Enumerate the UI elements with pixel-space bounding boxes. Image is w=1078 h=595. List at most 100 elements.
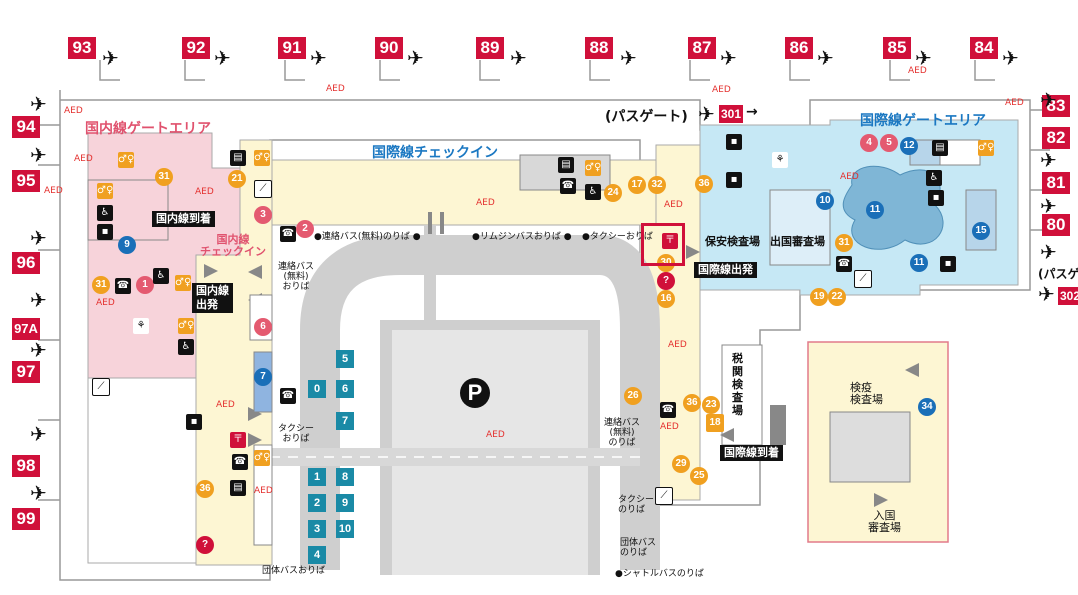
facility-marker[interactable]: 31 (835, 234, 853, 252)
aed-icon[interactable]: AED (44, 186, 63, 196)
gate-number[interactable]: 302 (1058, 287, 1078, 305)
gate-number[interactable]: 92 (182, 37, 210, 59)
gate-number[interactable]: 90 (375, 37, 403, 59)
gate-number[interactable]: 82 (1042, 127, 1070, 149)
gate-number[interactable]: 97 (12, 361, 40, 383)
gate-number[interactable]: 96 (12, 252, 40, 274)
facility-marker[interactable]: 2 (296, 220, 314, 238)
aed-icon[interactable]: AED (96, 298, 115, 308)
gate-number[interactable]: 88 (585, 37, 613, 59)
gate-number[interactable]: 98 (12, 455, 40, 477)
facility-marker[interactable]: 32 (648, 176, 666, 194)
airplane-icon: ✈ (1040, 240, 1057, 264)
facility-marker[interactable]: 36 (683, 394, 701, 412)
facility-marker[interactable]: 11 (910, 254, 928, 272)
phone-icon: ☎ (560, 178, 576, 194)
facility-marker[interactable]: 15 (972, 222, 990, 240)
facility-marker[interactable]: 21 (228, 170, 246, 188)
facility-marker[interactable]: 19 (810, 288, 828, 306)
facility-marker[interactable]: 18 (706, 414, 724, 432)
airplane-icon: ✈ (1002, 46, 1019, 70)
restroom-icon: ♂♀ (97, 183, 113, 199)
phone-icon: ☎ (660, 402, 676, 418)
aed-icon[interactable]: AED (74, 154, 93, 164)
taxi-left-label: タクシー おりば (278, 424, 315, 444)
aed-icon[interactable]: AED (216, 400, 235, 410)
facility-marker[interactable]: 29 (672, 455, 690, 473)
gate-number[interactable]: 91 (278, 37, 306, 59)
gate-number[interactable]: 80 (1042, 214, 1070, 236)
facility-marker[interactable]: 10 (816, 192, 834, 210)
aed-icon[interactable]: AED (64, 106, 83, 116)
aed-icon[interactable]: AED (840, 172, 859, 182)
shuttle-bus-label: ●連絡バス(無料)のりば ● (314, 232, 421, 242)
facility-marker[interactable]: 7 (254, 368, 272, 386)
domestic-departure-tag: 国内線 出発 (192, 283, 233, 313)
airplane-icon: ✈ (30, 92, 47, 116)
gate-number[interactable]: 83 (1042, 95, 1070, 117)
gate-number[interactable]: 93 (68, 37, 96, 59)
facility-marker[interactable]: 36 (695, 175, 713, 193)
facility-marker[interactable]: 17 (628, 176, 646, 194)
escalator-icon: ⟋ (655, 487, 673, 505)
facility-marker[interactable]: 9 (118, 236, 136, 254)
parking-slot: 0 (308, 380, 326, 398)
facility-marker[interactable]: 25 (690, 467, 708, 485)
facility-marker[interactable]: 36 (196, 480, 214, 498)
international-arrival-tag: 国際線到着 (720, 445, 783, 461)
security-label: 保安検査場 (705, 235, 760, 248)
gate-number[interactable]: 89 (476, 37, 504, 59)
airplane-icon: ✈ (30, 338, 47, 362)
facility-marker[interactable]: 11 (866, 201, 884, 219)
customs-label: 税関検査場 (732, 352, 743, 417)
facility-marker[interactable]: 3 (254, 206, 272, 224)
gate-number[interactable]: 87 (688, 37, 716, 59)
facility-marker[interactable]: 12 (900, 137, 918, 155)
aed-icon[interactable]: AED (254, 486, 273, 496)
facility-marker[interactable]: 22 (828, 288, 846, 306)
highlight-box (641, 223, 685, 266)
accessible-icon: ♿ (585, 184, 601, 200)
aed-icon[interactable]: AED (326, 84, 345, 94)
aed-icon[interactable]: AED (660, 422, 679, 432)
aed-icon[interactable]: AED (195, 187, 214, 197)
restroom-icon: ♂♀ (254, 150, 270, 166)
gate-number[interactable]: 81 (1042, 172, 1070, 194)
bus-gate-label: (パスゲート) (605, 109, 688, 125)
aed-icon[interactable]: AED (668, 340, 687, 350)
parking-slot: 9 (336, 494, 354, 512)
parking-slot: 5 (336, 350, 354, 368)
facility-marker[interactable]: 23 (702, 396, 720, 414)
aed-icon[interactable]: AED (908, 66, 927, 76)
facility-marker[interactable]: 6 (254, 318, 272, 336)
info-icon[interactable]: ? (657, 272, 675, 290)
aed-icon[interactable]: AED (476, 198, 495, 208)
facility-marker[interactable]: 4 (860, 134, 878, 152)
aed-icon[interactable]: AED (1005, 98, 1024, 108)
elevator-icon: ▤ (230, 150, 246, 166)
facility-marker[interactable]: 16 (657, 290, 675, 308)
gate-number[interactable]: 301 (719, 105, 744, 123)
facility-marker[interactable]: 26 (624, 387, 642, 405)
gate-number[interactable]: 86 (785, 37, 813, 59)
facility-marker[interactable]: 31 (155, 168, 173, 186)
facility-marker[interactable]: 5 (880, 134, 898, 152)
gate-number[interactable]: 95 (12, 170, 40, 192)
gate-number[interactable]: 94 (12, 116, 40, 138)
accessible-icon: ♿ (926, 170, 942, 186)
airplane-icon: ✈ (1038, 282, 1055, 306)
airplane-icon: ✈ (1040, 88, 1057, 112)
aed-icon[interactable]: AED (712, 85, 731, 95)
airplane-icon: ✈ (30, 422, 47, 446)
gate-number[interactable]: 84 (970, 37, 998, 59)
facility-marker[interactable]: 31 (92, 276, 110, 294)
gate-number[interactable]: 85 (883, 37, 911, 59)
info-icon[interactable]: ? (196, 536, 214, 554)
gate-number[interactable]: 99 (12, 508, 40, 530)
facility-marker[interactable]: 24 (604, 184, 622, 202)
aed-icon[interactable]: AED (486, 430, 505, 440)
aed-icon[interactable]: AED (664, 200, 683, 210)
facility-marker[interactable]: 1 (136, 276, 154, 294)
gate-number[interactable]: 97A (12, 318, 40, 340)
facility-marker[interactable]: 34 (918, 398, 936, 416)
